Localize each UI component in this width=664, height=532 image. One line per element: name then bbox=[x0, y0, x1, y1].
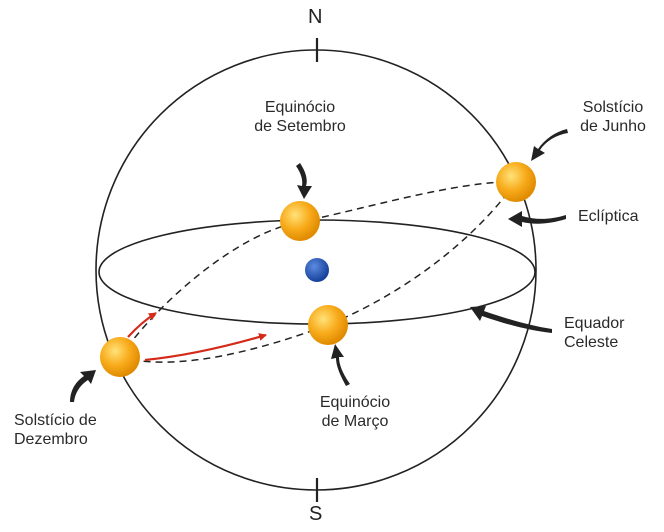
pointer-arrow-icon bbox=[531, 129, 568, 161]
pointer-arrow-icon bbox=[296, 163, 312, 199]
equinox-september-line-1: Equinócio bbox=[264, 99, 336, 116]
equinox-march-label: Equinócio de Março bbox=[300, 393, 410, 431]
equinox-march-line-2: de Março bbox=[321, 413, 389, 430]
pointer-arrow-icon bbox=[331, 344, 350, 386]
north-pole-label: N bbox=[308, 6, 323, 28]
equinox-september-line-2: de Setembro bbox=[254, 118, 346, 135]
solstice-june-line-1: Solstício bbox=[582, 99, 644, 116]
pointer-arrow-icon bbox=[70, 370, 96, 402]
celestial-equator-line-2: Celeste bbox=[564, 334, 619, 351]
equinox-september-label: Equinócio de Setembro bbox=[236, 98, 364, 136]
pointer-arrow-icon bbox=[470, 306, 552, 333]
equinox-march-line-1: Equinócio bbox=[319, 394, 391, 411]
solstice-december-line-2: Dezembro bbox=[14, 431, 88, 448]
celestial-equator-line-1: Equador bbox=[564, 315, 625, 332]
pointer-arrow-icon bbox=[508, 211, 566, 227]
solstice-december-line-1: Solstício de bbox=[14, 412, 97, 429]
ecliptic-label: Eclíptica bbox=[578, 208, 639, 225]
motion-arrow-icon bbox=[144, 333, 267, 362]
sun-icon bbox=[308, 305, 348, 345]
sun-icon bbox=[496, 162, 536, 202]
solstice-december-label: Solstício de Dezembro bbox=[14, 411, 97, 449]
sun-icon bbox=[100, 337, 140, 377]
motion-arrow-icon bbox=[127, 312, 157, 338]
earth-icon bbox=[305, 258, 329, 282]
ecliptic-front bbox=[119, 181, 517, 363]
celestial-equator-label: Equador Celeste bbox=[564, 314, 625, 352]
solstice-june-line-2: de Junho bbox=[580, 118, 646, 135]
sun-icon bbox=[280, 201, 320, 241]
solstice-june-label: Solstício de Junho bbox=[572, 98, 654, 136]
south-pole-label: S bbox=[309, 503, 323, 525]
